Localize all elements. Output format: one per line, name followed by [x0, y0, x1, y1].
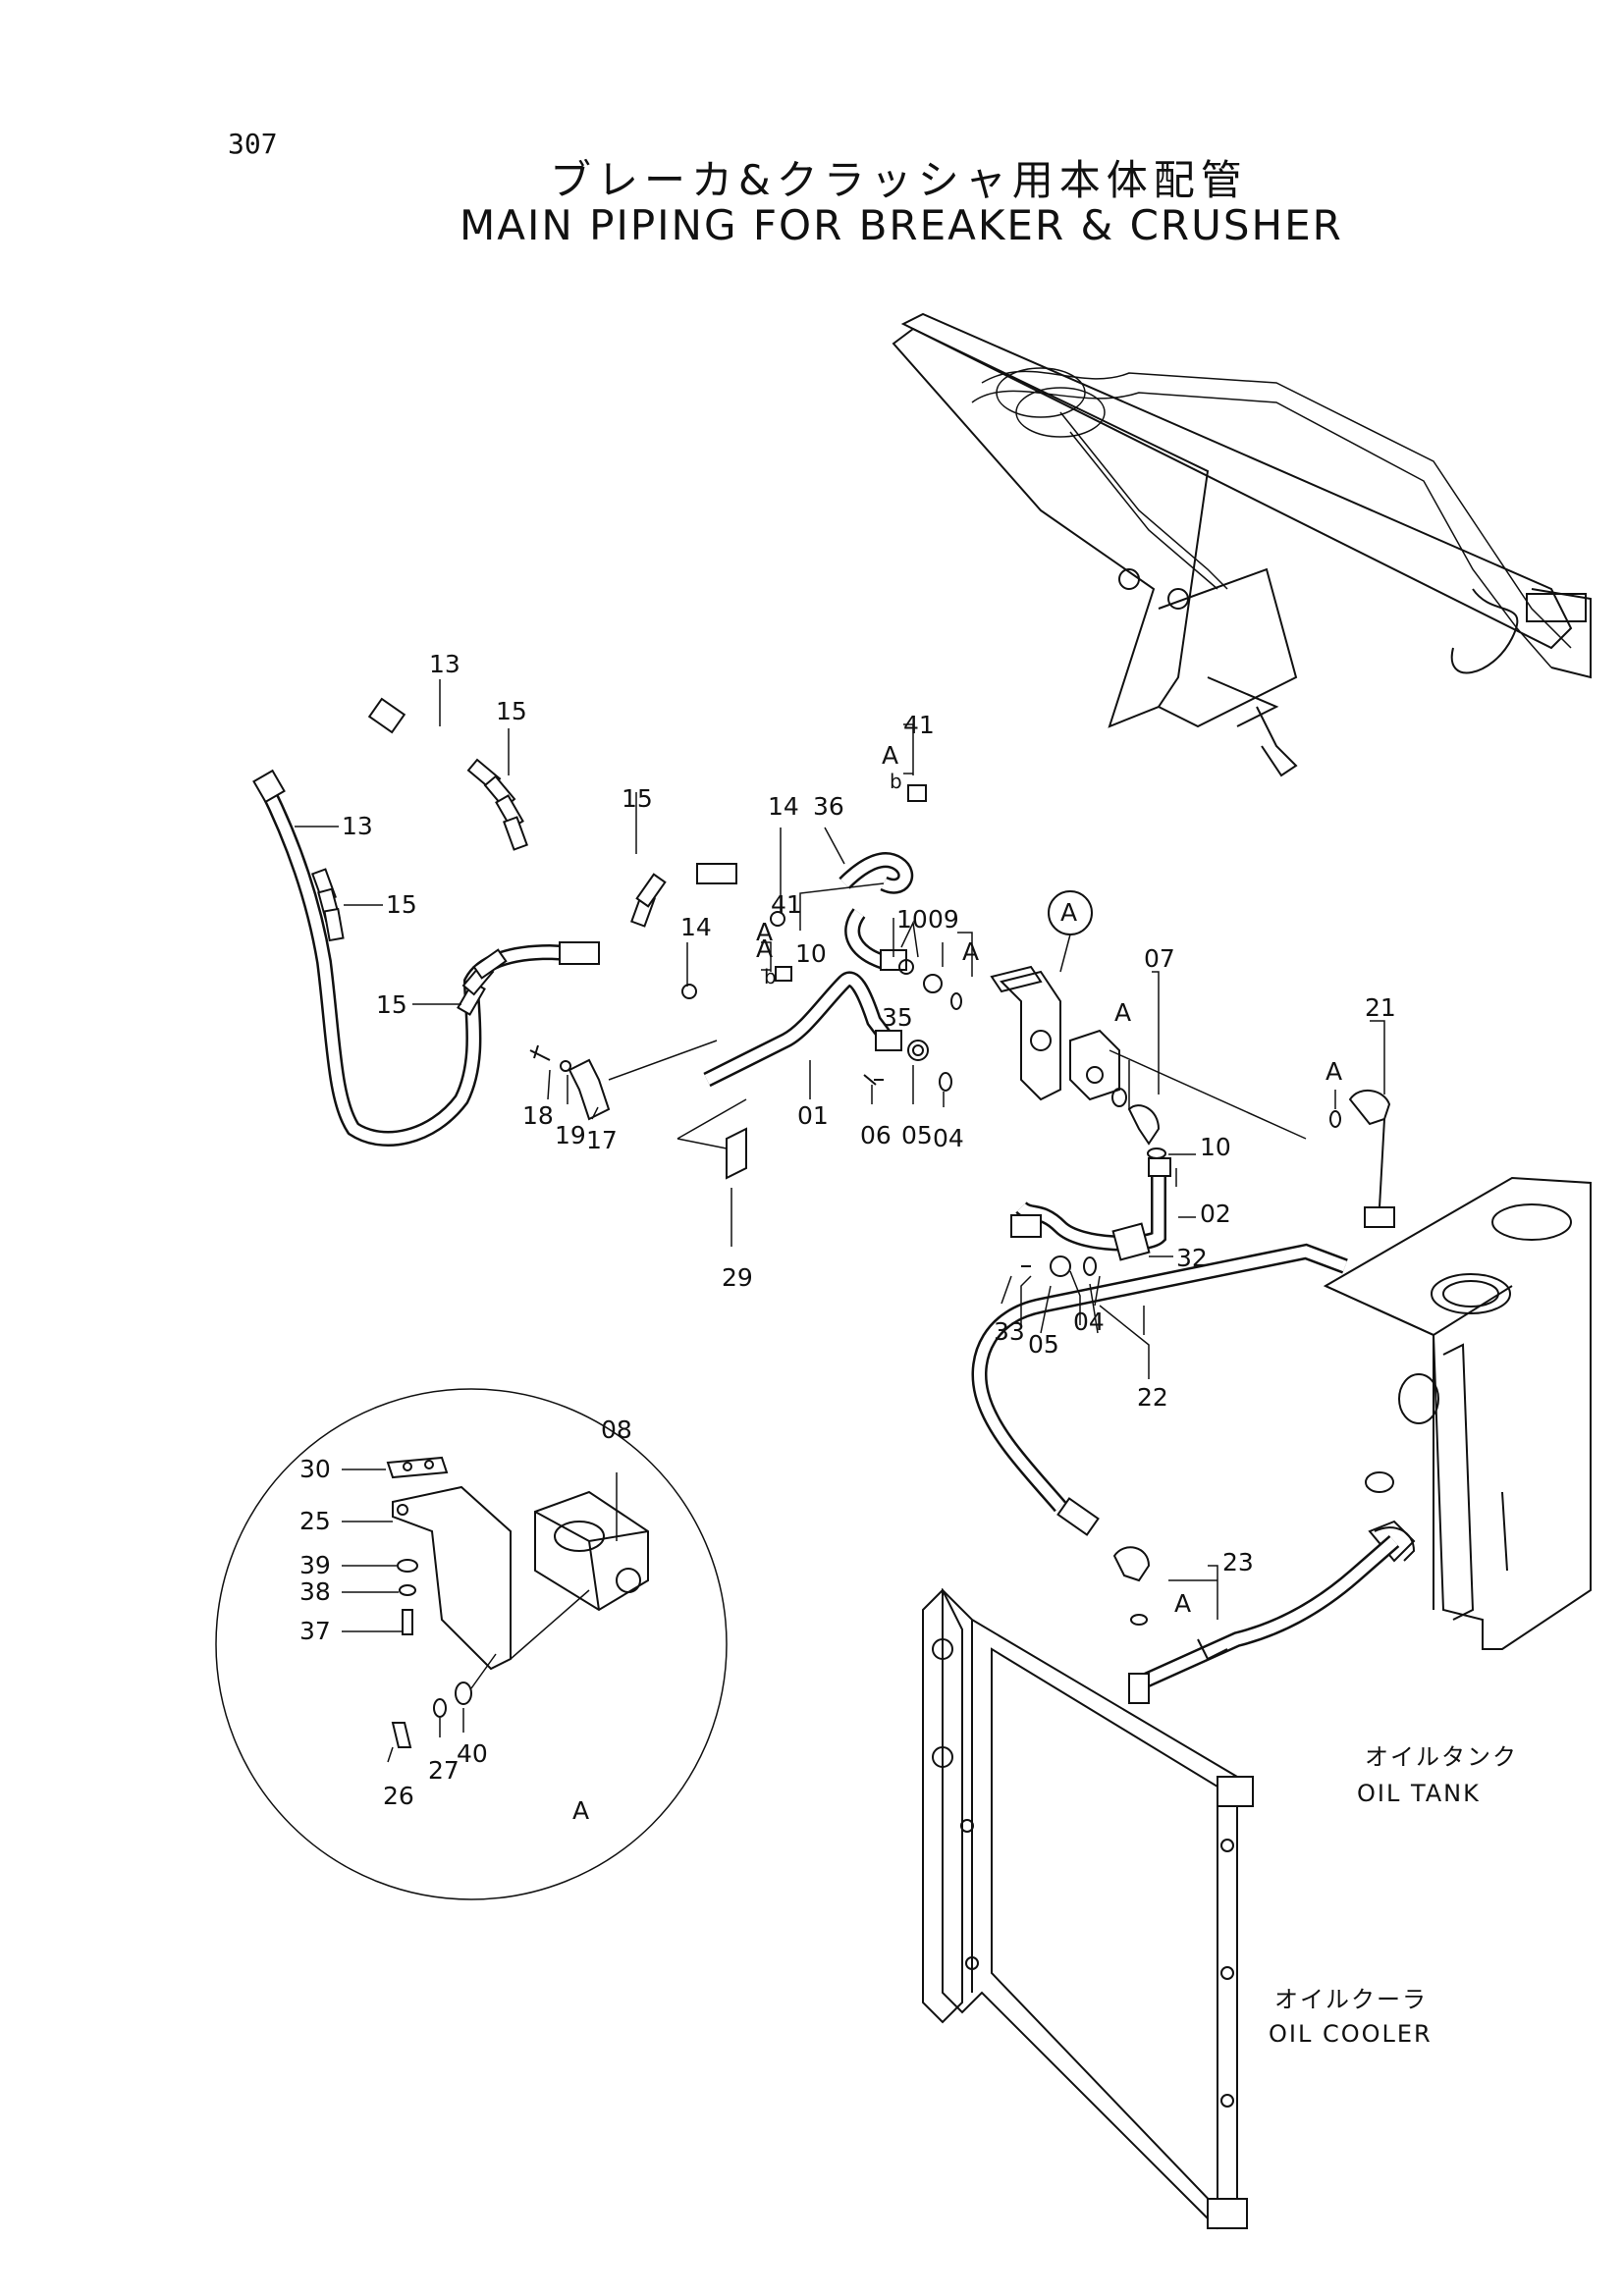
label-37: 37: [299, 1617, 331, 1645]
label-26: 26: [383, 1782, 414, 1810]
label-27: 27: [428, 1756, 460, 1785]
page-title-japanese: ブレーカ&クラッシャ用本体配管: [550, 156, 1248, 204]
label-18: 18: [522, 1101, 554, 1130]
oil-cooler-illustration: [922, 1526, 1416, 2230]
label-19: 19: [555, 1121, 586, 1149]
label-15a: 15: [496, 697, 527, 725]
fitting-21: [1329, 1090, 1395, 1228]
label-32: 32: [1176, 1244, 1208, 1272]
label-29: 29: [722, 1263, 753, 1292]
label-10a: 10: [795, 939, 827, 968]
label-30: 30: [299, 1455, 331, 1483]
pipe-assembly-center: [529, 784, 1171, 1277]
label-15d: 15: [376, 990, 407, 1019]
hose-assembly-13-15: [252, 697, 786, 1147]
label-a7: A: [1174, 1589, 1191, 1618]
part-number-labels: 13 15 13 15 15 15 14 36 41 A b A 41 A b …: [299, 650, 1396, 1825]
label-09: 09: [928, 905, 959, 934]
label-a2: A: [756, 934, 773, 963]
component-captions: オイルタンク OIL TANK オイルクーラ OIL COOLER: [1269, 1743, 1518, 2048]
label-23: 23: [1222, 1548, 1254, 1576]
label-a-marker: A: [1060, 898, 1077, 927]
label-38: 38: [299, 1577, 331, 1606]
label-a4: A: [962, 937, 979, 966]
label-b1: b: [890, 770, 902, 793]
label-14b: 14: [680, 913, 712, 941]
label-35: 35: [882, 1003, 913, 1032]
oil-cooler-label-en: OIL COOLER: [1269, 2020, 1433, 2048]
oil-tank-illustration: [1323, 1176, 1592, 1650]
label-a1: A: [882, 741, 898, 770]
label-05a: 05: [901, 1121, 933, 1149]
valve-block-assembly: [990, 890, 1307, 1159]
label-36: 36: [813, 792, 844, 821]
label-a5: A: [1114, 998, 1131, 1027]
label-b2: b: [764, 965, 777, 988]
page-number: 307: [228, 128, 278, 160]
label-17: 17: [586, 1126, 618, 1154]
excavator-arm-illustration: [892, 312, 1592, 777]
label-41a: 41: [903, 711, 935, 739]
label-02: 02: [1200, 1200, 1231, 1228]
label-10b: 10: [896, 905, 928, 934]
label-06: 06: [860, 1121, 892, 1149]
label-05b: 05: [1028, 1330, 1059, 1359]
detail-a-callout: [215, 1388, 728, 1900]
label-13b: 13: [342, 812, 373, 840]
label-04b: 04: [1073, 1308, 1105, 1336]
label-01: 01: [797, 1101, 829, 1130]
label-21: 21: [1365, 993, 1396, 1022]
label-10c: 10: [1200, 1133, 1231, 1161]
label-41b: 41: [771, 890, 802, 919]
leader-lines: [295, 679, 1385, 1763]
label-13a: 13: [429, 650, 460, 678]
oil-tank-label-en: OIL TANK: [1357, 1780, 1481, 1807]
pipe-22: [971, 1222, 1348, 1626]
label-40: 40: [457, 1739, 488, 1768]
oil-cooler-label-jp: オイルクーラ: [1274, 1986, 1428, 2013]
label-07: 07: [1144, 944, 1175, 973]
label-04a: 04: [933, 1124, 964, 1152]
label-25: 25: [299, 1507, 331, 1535]
label-22: 22: [1137, 1383, 1168, 1412]
oil-tank-label-jp: オイルタンク: [1365, 1743, 1518, 1771]
page-title-english: MAIN PIPING FOR BREAKER & CRUSHER: [460, 201, 1343, 249]
label-a3: A: [756, 918, 773, 946]
label-14a: 14: [768, 792, 799, 821]
label-33: 33: [994, 1317, 1025, 1346]
label-39: 39: [299, 1551, 331, 1579]
label-15c: 15: [622, 784, 653, 813]
label-15b: 15: [386, 890, 417, 919]
label-a-detail: A: [572, 1796, 589, 1825]
label-a6: A: [1325, 1057, 1342, 1086]
label-08: 08: [601, 1415, 632, 1444]
